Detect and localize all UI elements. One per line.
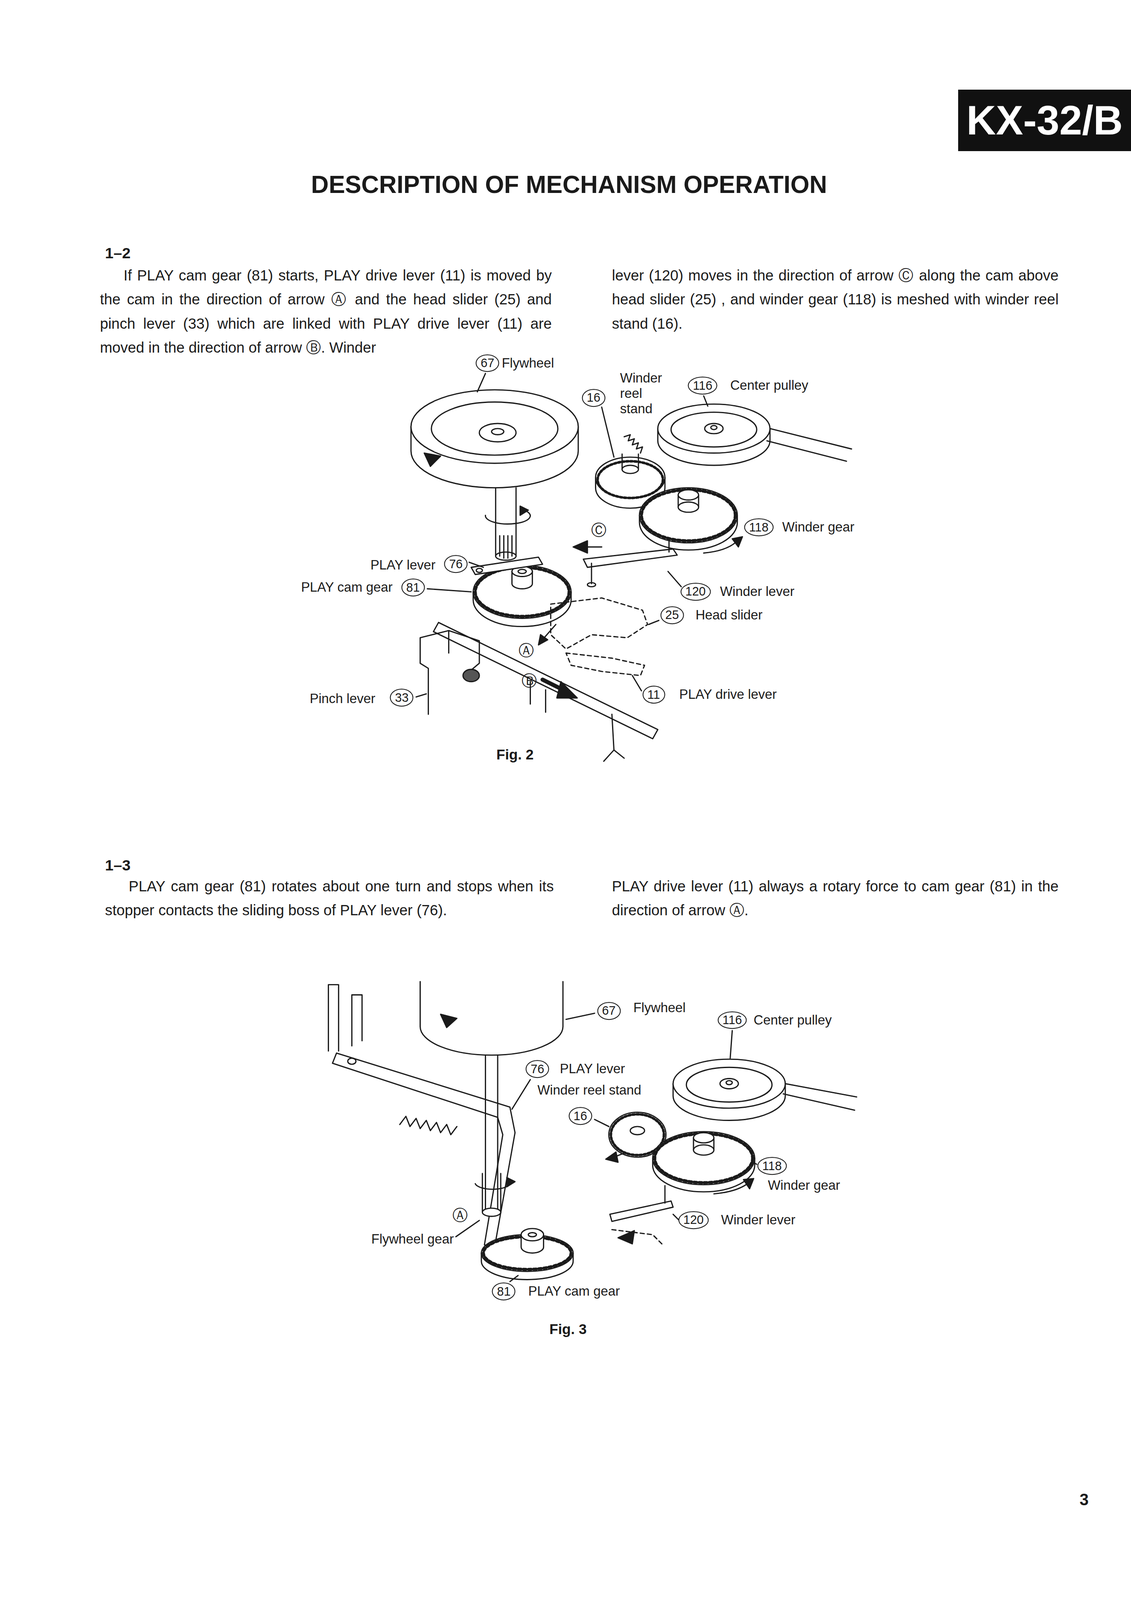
body-text: PLAY cam gear (81) rotates about one tur…: [104, 874, 554, 923]
figure-caption: Fig. 3: [549, 1320, 587, 1337]
part-name: PLAY cam gear: [300, 580, 393, 596]
page-number: 3: [1079, 1489, 1089, 1509]
part-name: Winder gear: [767, 1177, 840, 1193]
part-name: Center pulley: [753, 1012, 832, 1028]
body-text: If PLAY cam gear (81) starts, PLAY drive…: [99, 263, 552, 361]
part-name: Flywheel: [501, 355, 555, 371]
callout-number: 120: [680, 582, 711, 601]
callout-number: 76: [525, 1059, 550, 1078]
arrow-letter: Ⓐ: [518, 641, 534, 660]
figure-caption: Fig. 2: [496, 746, 534, 763]
section-number: 1–3: [104, 856, 131, 875]
part-name: Flywheel gear: [371, 1231, 454, 1247]
callout-number: 120: [678, 1210, 709, 1229]
callout-number: 16: [581, 388, 606, 407]
section-number: 1–2: [104, 244, 131, 263]
arrow-letter: Ⓒ: [591, 521, 607, 540]
arrow-letter: Ⓐ: [452, 1206, 468, 1225]
callout-number: 33: [390, 688, 414, 707]
callout-number: 67: [597, 1001, 621, 1020]
model-number: KX-32/B: [966, 97, 1123, 143]
model-badge: KX-32/B: [958, 89, 1131, 151]
callout-number: 118: [743, 518, 774, 537]
part-name: Center pulley: [730, 377, 809, 394]
callout-number: 116: [717, 1011, 747, 1029]
body-text: lever (120) moves in the direction of ar…: [612, 263, 1059, 336]
callout-number: 25: [660, 606, 684, 624]
callout-number: 67: [475, 354, 500, 373]
callout-number: 81: [492, 1282, 516, 1301]
callout-number: 76: [444, 555, 468, 574]
part-name: Winder reel stand: [620, 370, 671, 417]
part-name: PLAY cam gear: [528, 1283, 621, 1299]
arrow-letter: Ⓑ: [521, 672, 537, 691]
part-name: Head slider: [695, 607, 763, 623]
part-name: Winder lever: [720, 1212, 796, 1228]
callout-number: 16: [568, 1106, 592, 1125]
part-name: Winder gear: [782, 519, 855, 536]
page-title: DESCRIPTION OF MECHANISM OPERATION: [311, 171, 828, 199]
part-name: PLAY drive lever: [679, 686, 777, 703]
callout-number: 116: [687, 376, 718, 395]
callout-number: 118: [757, 1156, 787, 1175]
part-name: Pinch lever: [309, 690, 376, 707]
callout-number: 11: [642, 685, 665, 704]
body-text: PLAY drive lever (11) always a rotary fo…: [612, 874, 1059, 923]
part-name: Winder lever: [719, 583, 795, 600]
part-name: Flywheel: [633, 999, 686, 1016]
part-name: PLAY lever: [370, 557, 436, 573]
part-name: PLAY lever: [559, 1061, 625, 1077]
callout-number: 81: [401, 578, 425, 597]
part-name: Winder reel stand: [537, 1082, 642, 1099]
